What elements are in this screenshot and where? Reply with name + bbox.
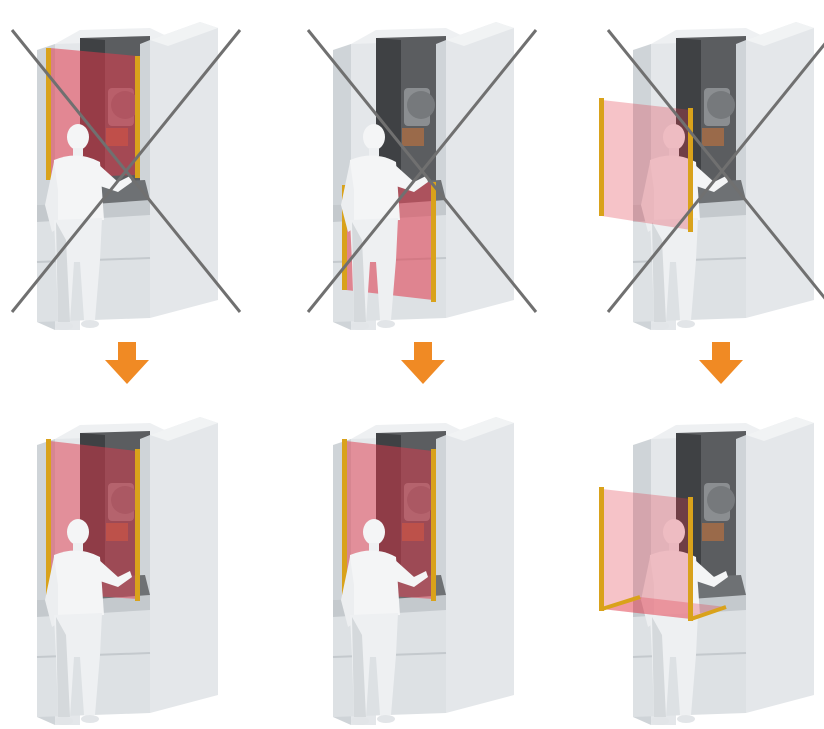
arrow-down-icon <box>401 342 445 384</box>
panel-right-1 <box>37 417 218 725</box>
panel-right-3 <box>599 417 814 725</box>
arrow-down-icon <box>105 342 149 384</box>
panel-wrong-1 <box>12 22 240 330</box>
panel-right-2 <box>333 417 514 725</box>
panel-wrong-2 <box>308 22 536 330</box>
arrow-down-icon <box>699 342 743 384</box>
panel-wrong-3 <box>599 22 824 330</box>
